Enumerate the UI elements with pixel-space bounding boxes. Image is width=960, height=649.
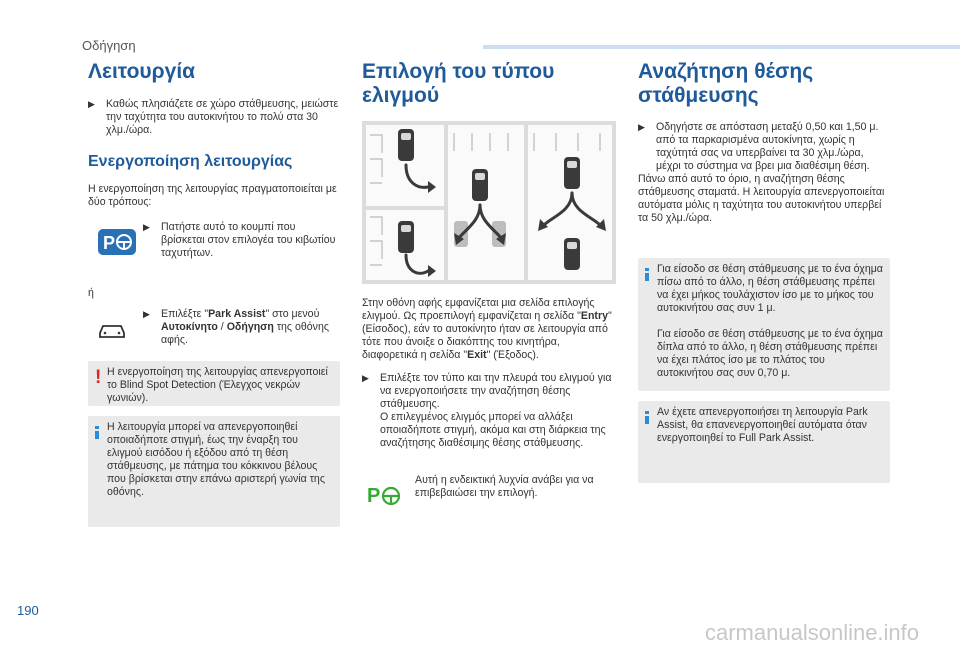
intro-text: Η ενεργοποίηση της λειτουργίας πραγματοπ… [88, 182, 337, 208]
menu-separator: / [217, 320, 227, 333]
exit-label: Exit [467, 349, 487, 361]
warning-text: Η ενεργοποίηση της λειτουργίας απενεργοπ… [107, 366, 328, 404]
header-bar [483, 45, 960, 49]
column-space-search: Αναζήτηση θέσης στάθμευσης ▶ Οδηγήστε σε… [638, 60, 890, 225]
manoeuvre-intro-text: Στην οθόνη αφής εμφανίζεται μια σελίδα ε… [362, 297, 616, 362]
list-item: ▶ Πατήστε αυτό το κουμπί που βρίσκεται σ… [143, 221, 340, 260]
text-mid: " (Είσοδος), εάν το αυτοκίνητο ήταν σε λ… [362, 310, 612, 361]
info-text-length: Για είσοδο σε θέση στάθμευσης με το ένα … [657, 263, 883, 314]
info-text-width: Για είσοδο σε θέση στάθμευσης με το ένα … [657, 328, 883, 379]
list-item: ▶ Οδηγήστε σε απόσταση μεταξύ 0,50 και 1… [638, 121, 890, 173]
header-section-title: Οδήγηση [82, 38, 136, 53]
bullet-text-mid: " στο μενού [265, 307, 320, 320]
text-pre: Στην οθόνη αφής εμφανίζεται μια σελίδα ε… [362, 297, 595, 322]
info-box: Η λειτουργία μπορεί να απενεργοποιηθεί ο… [88, 416, 340, 527]
menu-driving: Οδήγηση [226, 320, 274, 333]
manoeuvre-illustration [362, 121, 616, 284]
info-box: Αν έχετε απενεργοποιήσει τη λειτουργία P… [638, 401, 890, 483]
svg-text:P: P [367, 485, 380, 507]
info-icon [645, 411, 649, 424]
bullet-icon: ▶ [88, 98, 95, 109]
subsection-title-activation: Ενεργοποίηση λειτουργίας [88, 152, 293, 170]
menu-item-park-assist: Park Assist [208, 307, 266, 320]
bullet-icon: ▶ [143, 221, 150, 232]
info-box: Για είσοδο σε θέση στάθμευσης με το ένα … [638, 258, 890, 391]
section-title-operation: Λειτουργία [88, 60, 196, 83]
bullet-text: Επιλέξτε τον τύπο και την πλευρά του ελι… [380, 372, 612, 410]
menu-car: Αυτοκίνητο [161, 320, 218, 333]
bullet-text: Πατήστε αυτό το κουμπί που βρίσκεται στο… [161, 220, 336, 259]
option-row-button: P ▶ Πατήστε αυτό το κουμπί που βρίσκεται… [88, 221, 340, 281]
watermark: carmanualsonline.info [705, 620, 920, 645]
or-text: ή [88, 286, 94, 299]
info-icon [95, 426, 99, 439]
bullet-icon: ▶ [362, 373, 369, 383]
warning-icon: ! [95, 367, 102, 388]
entry-label: Entry [580, 310, 608, 322]
list-item: ▶ Καθώς πλησιάζετε σε χώρο στάθμευσης, μ… [88, 98, 340, 137]
column-manoeuvre-type: Επιλογή του τύπου ελιγμού [362, 60, 616, 107]
bullet-text-post: της οθόνης αφής. [161, 320, 329, 346]
list-item: ▶ Επιλέξτε τον τύπο και την πλευρά του ε… [362, 372, 616, 411]
bullet-continuation: Ο επιλεγμένος ελιγμός μπορεί να αλλάξει … [380, 411, 606, 449]
indicator-text: Αυτή η ενδεικτική λυχνία ανάβει για να ε… [415, 474, 594, 499]
page-number: 190 [17, 603, 39, 618]
list-item: ▶ Επιλέξτε "Park Assist" στο μενού Αυτοκ… [143, 308, 340, 347]
bullet-icon: ▶ [638, 122, 645, 133]
svg-text:P: P [103, 233, 115, 253]
text-post: " (Έξοδος). [486, 349, 539, 361]
warning-box: ! Η ενεργοποίηση της λειτουργίας απενεργ… [88, 361, 340, 406]
search-limit-text: Πάνω από αυτό το όριο, η αναζήτηση θέσης… [638, 173, 885, 225]
section-title-search: Αναζήτηση θέσης στάθμευσης [638, 60, 814, 107]
park-assist-indicator-icon: P [367, 485, 401, 507]
bullet-icon: ▶ [143, 308, 150, 319]
column-operation: Λειτουργία ▶ Καθώς πλησιάζετε σε χώρο στ… [88, 60, 340, 356]
bullet-text-pre: Επιλέξτε " [161, 307, 209, 320]
info-text-reactivation: Αν έχετε απενεργοποιήσει τη λειτουργία P… [657, 406, 868, 444]
info-text: Η λειτουργία μπορεί να απενεργοποιηθεί ο… [107, 421, 325, 498]
section-title-manoeuvre: Επιλογή του τύπου ελιγμού [362, 60, 555, 107]
bullet-text: Οδηγήστε σε απόσταση μεταξύ 0,50 και 1,5… [656, 121, 879, 173]
bullet-text: Καθώς πλησιάζετε σε χώρο στάθμευσης, μει… [106, 97, 339, 136]
car-menu-icon [99, 324, 125, 338]
info-icon [645, 268, 649, 281]
park-assist-button-icon: P [98, 228, 136, 255]
option-row-menu: ▶ Επιλέξτε "Park Assist" στο μενού Αυτοκ… [88, 308, 340, 356]
